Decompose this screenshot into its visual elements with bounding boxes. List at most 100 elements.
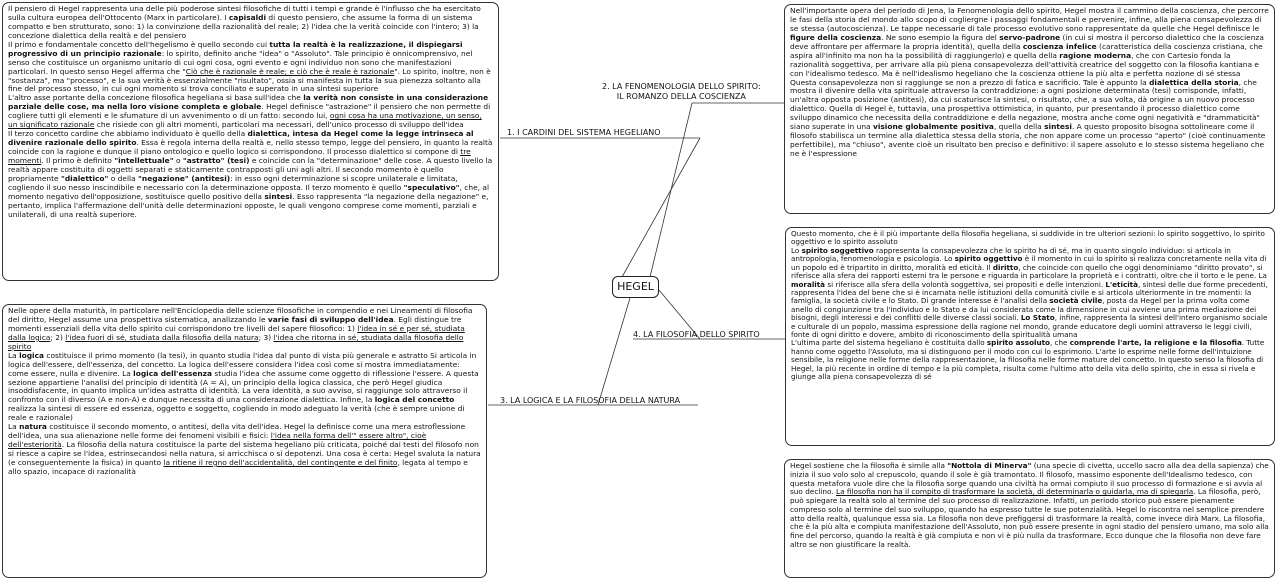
text-run: Lo [791,245,802,255]
bold-text: spirito assoluto [986,338,1050,348]
text-run: , che, al momento negativo dell'opposizi… [8,182,490,201]
paragraph: Il primo e fondamentale concetto dell'he… [8,39,493,95]
text-run: Questa consapevolezza non si raggiunge s… [790,77,1150,87]
text-run: . Esso rappresenta "la negazione della n… [8,191,489,219]
bold-text: logica del concetto [374,395,455,405]
connector-branch-1 [621,137,701,278]
bold-text: "negazione" (antitesi) [138,173,231,183]
text-run: Hegel sostiene che la filosofia è simile… [790,461,948,470]
branch-label-fenomenologia-line-2: IL ROMANZO DELLA COSCIENZA [616,91,746,101]
text-run: ; 2) [50,332,66,342]
text-run: si riferisce alla sfera della volontà so… [825,279,1106,289]
note-box-filosofia-spirito[interactable]: Questo momento, che è il più importante … [785,227,1275,446]
text-run: o [173,155,183,165]
text-run: , infine, rappresenta la sintesi dell'in… [791,313,1268,340]
text-run: . A questo proposito bisogna sottolinear… [790,122,1266,158]
bold-text: dialettica della storia [1149,77,1239,87]
text-run: . Ne sono esempio la figura del [881,32,1000,42]
bold-text: visione globalmente positiva [872,122,994,132]
paragraph: Nell'importante opera del periodo di Jen… [790,6,1269,79]
text-run: : in esso ogni determinazione si scopre … [8,173,458,192]
text-run: rappresenta la consapevolezza che lo spi… [791,245,1231,264]
text-run: di questo pensiero, che assume la forma … [8,12,479,40]
paragraph: Lo spirito soggettivo rappresenta la con… [791,245,1269,340]
paragraph: L'altro asse portante della concezione f… [8,93,493,130]
bold-text: "astratto" (tesi) [182,155,250,165]
text-run: . Il primo è definito [41,155,115,165]
bold-text: dialettica, intesa da Hegel come la legg… [8,129,474,148]
text-run: L'altro asse portante della concezione f… [8,93,304,103]
branch-label-filosofia-spirito[interactable]: 4. LA FILOSOFIA DELLO SPIRITO [633,330,760,339]
underlined-text: l'idea che ritorna in sé, studiata dalla… [8,332,464,351]
note-box-cardini[interactable]: Il pensiero di Hegel rappresenta una del… [2,2,499,281]
text-run: , che coincide con quello che oggi denom… [791,262,1267,281]
text-run: . Egli distingue tre momenti essenziali … [8,314,462,333]
underlined-text: tre momenti [8,147,471,165]
bold-text: "dialettico" [60,173,109,183]
paragraph: La natura costituisce il secondo momento… [8,422,481,477]
text-run: : lo spirito, definito anche "idea" o "A… [8,48,473,76]
bold-text: varie fasi di sviluppo dell'idea [267,314,394,324]
bold-text: "speculativo" [403,182,460,192]
text-run: Il primo e fondamentale concetto dell'he… [8,39,270,49]
bold-text: moralità [791,279,826,289]
text-run: , sintesi delle due forme precedenti, ra… [791,279,1268,306]
text-run: . Essa è regola interna della realtà e, … [8,138,493,156]
text-run: La [8,350,20,360]
paragraph: Nelle opere della maturità, in particola… [8,306,481,352]
bold-text: logica dell'essenza [133,368,213,378]
underlined-text: ogni cosa ha una motivazione, un senso, … [8,111,482,130]
bold-text: servo-padrone [999,32,1061,42]
text-run: è il momento in cui lo spirito si realiz… [791,254,1267,272]
text-run: . Hegel definisce "astrazione" il pensie… [8,102,491,121]
text-run: , che mostra il divenire della vita spir… [790,77,1260,132]
text-run: Nell'importante opera del periodo di Jen… [790,6,1269,33]
text-run: Il terzo concetto cardine che abbiamo in… [8,129,248,139]
connector-branch-2 [649,102,693,278]
text-run: e coincide con la "determinazione" delle… [8,155,493,183]
connector-branch-3 [597,297,631,406]
underlined-text: Ciò che è razionale è reale; e ciò che è… [185,66,395,76]
bold-text: figure della coscienza [790,32,882,42]
text-run: L'ultima parte del sistema hegeliano è c… [791,338,987,348]
paragraph: Questo momento, che è il più importante … [791,229,1269,247]
bold-text: Lo Stato [1020,313,1055,323]
paragraph: Il pensiero di Hegel rappresenta una del… [8,4,493,41]
branch-label-logica-natura[interactable]: 3. LA LOGICA E LA FILOSOFIA DELLA NATURA [500,396,681,405]
connector-branch-4 [658,289,701,340]
bold-text: "Nottola di Minerva" [947,461,1032,470]
text-run: , che con Cartesio fonda la razionalità … [790,50,1259,78]
bold-text: spirito oggettivo [954,254,1023,264]
text-run: , che [1049,338,1070,348]
central-topic-node[interactable]: HEGEL [612,276,659,298]
paragraph: Hegel sostiene che la filosofia è simile… [790,461,1269,550]
text-run: (in cui si mostra il percorso dialettico… [790,32,1264,51]
text-run: o della [108,173,139,183]
note-box-nottola-minerva[interactable]: Hegel sostiene che la filosofia è simile… [784,459,1275,578]
underlined-text: La filosofia non ha il compito di trasfo… [836,487,1194,497]
branch-label-fenomenologia[interactable]: 2. LA FENOMENOLOGIA DELLO SPIRITO: IL RO… [602,82,761,101]
text-run: . Tutte hanno come oggetto l'Assoluto, m… [791,338,1265,382]
bold-text: ragione moderna [1059,50,1132,60]
paragraph: Questa consapevolezza non si raggiunge s… [790,77,1269,159]
bold-text: tutta la realtà è la realizzazione, il d… [8,39,463,58]
paragraph: L'ultima parte del sistema hegeliano è c… [791,339,1269,381]
text-run: Nelle opere della maturità, in particola… [8,306,473,324]
bold-text: logica [19,350,45,360]
bold-text: "intellettuale" [114,155,174,165]
branch-label-cardini[interactable]: 1. I CARDINI DEL SISTEMA HEGELIANO [507,128,661,137]
text-run: La [8,422,20,432]
text-run: (una specie di civetta, uccello sacro al… [790,461,1269,497]
text-run: ". Lo spirito, inoltre, non è "sostanza"… [8,66,491,94]
text-run: , posta da Hegel per la prima volta come… [791,296,1257,323]
underlined-text: l'idea in sé e per sé, studiata dalla lo… [8,323,465,342]
text-run: costituisce il primo momento (la tesi), … [8,350,477,378]
bold-text: L'eticità [1105,279,1138,289]
underlined-text: la ritiene il regno dell'accidentalità, … [163,457,398,467]
note-box-fenomenologia[interactable]: Nell'importante opera del periodo di Jen… [784,4,1275,214]
text-run: Questo momento, che è il più importante … [791,229,1265,247]
paragraph: La logica costituisce il primo momento (… [8,350,481,424]
text-run: studia l'idea che assume come oggetto di… [8,368,479,405]
note-box-logica-natura[interactable]: Nelle opere della maturità, in particola… [2,304,487,578]
